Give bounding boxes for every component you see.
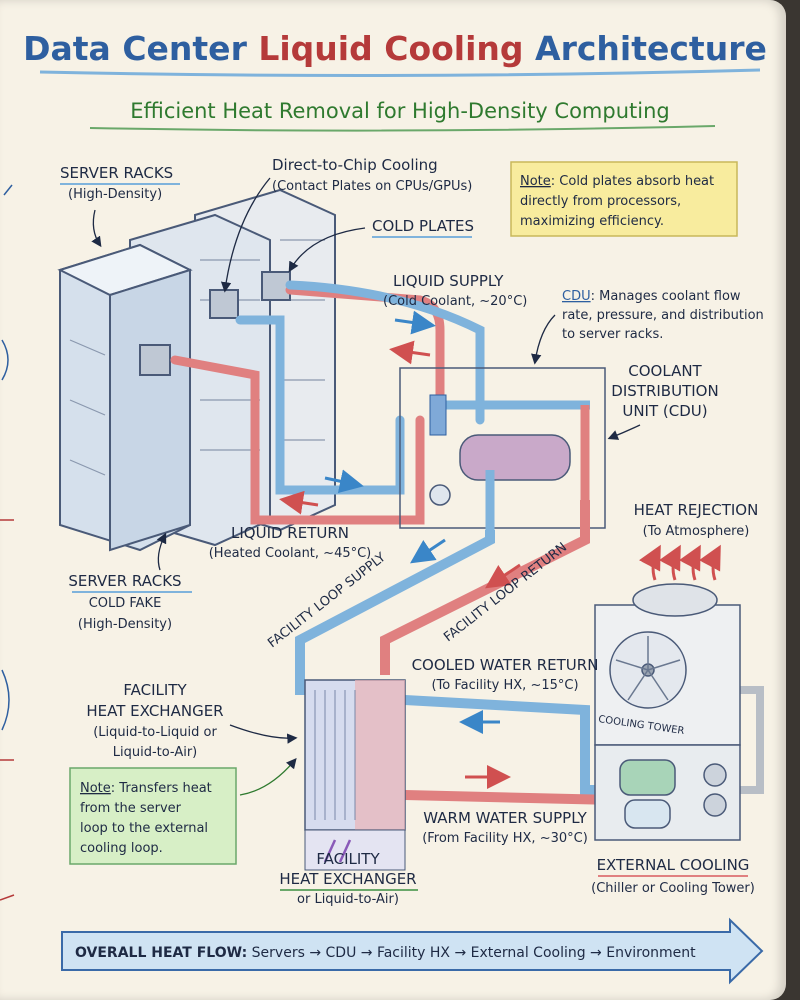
label-heat-rejection: HEAT REJECTION xyxy=(634,501,759,519)
svg-text:OVERALL HEAT FLOW: Servers → C: OVERALL HEAT FLOW: Servers → CDU → Facil… xyxy=(75,945,696,961)
svg-text:(To Facility HX, ~15°C): (To Facility HX, ~15°C) xyxy=(431,678,578,693)
svg-text:(High-Density): (High-Density) xyxy=(68,187,162,202)
label-external-cooling: EXTERNAL COOLING xyxy=(597,856,750,874)
label-cold-plates: COLD PLATES xyxy=(372,217,474,235)
label-server-racks: SERVER RACKS xyxy=(60,164,173,182)
svg-text:(Heated Coolant, ~45°C): (Heated Coolant, ~45°C) xyxy=(209,546,372,561)
svg-text:loop to the external: loop to the external xyxy=(80,821,208,836)
cooling-tower xyxy=(594,583,741,841)
subtitle: Efficient Heat Removal for High-Density … xyxy=(130,99,669,123)
label-facility-hx: FACILITY xyxy=(123,681,187,699)
label-cdu: COOLANT xyxy=(628,362,702,380)
facility-loop-pipes xyxy=(295,500,764,805)
pointer-lines xyxy=(91,177,641,796)
cold-plate xyxy=(139,344,171,376)
svg-text:CDU: Manages coolant flow: CDU: Manages coolant flow xyxy=(562,289,741,304)
cdu-unit xyxy=(399,367,606,530)
note-cdu: CDU: Manages coolant flow rate, pressure… xyxy=(562,289,764,342)
note-heat-exchanger: Note: Transfers heat from the server loo… xyxy=(69,767,237,865)
cold-plate xyxy=(209,289,239,319)
svg-text:directly from processors,: directly from processors, xyxy=(520,194,681,209)
svg-text:cooling loop.: cooling loop. xyxy=(80,841,163,856)
svg-text:DISTRIBUTION: DISTRIBUTION xyxy=(611,382,718,400)
label-server-racks-bottom: SERVER RACKS xyxy=(68,572,181,590)
label-liquid-return: LIQUID RETURN xyxy=(231,524,349,542)
label-cooled-water-return: COOLED WATER RETURN xyxy=(412,656,599,674)
heat-flow-banner: OVERALL HEAT FLOW: Servers → CDU → Facil… xyxy=(61,917,764,985)
svg-text:(From Facility HX, ~30°C): (From Facility HX, ~30°C) xyxy=(422,831,588,846)
svg-text:rate, pressure, and distributi: rate, pressure, and distribution xyxy=(562,308,764,323)
svg-text:Note: Cold plates absorb heat: Note: Cold plates absorb heat xyxy=(520,174,714,189)
flow-arrows xyxy=(279,310,721,789)
margin-scribbles xyxy=(0,184,15,901)
svg-text:to server racks.: to server racks. xyxy=(562,327,663,342)
svg-text:Note: Transfers heat: Note: Transfers heat xyxy=(80,781,212,796)
label-liquid-supply: LIQUID SUPPLY xyxy=(393,272,504,290)
server-racks xyxy=(57,188,336,552)
subtitle-underline xyxy=(89,125,716,132)
svg-text:maximizing efficiency.: maximizing efficiency. xyxy=(520,214,664,229)
label-warm-water-supply: WARM WATER SUPPLY xyxy=(423,809,587,827)
svg-text:(Chiller or Cooling Tower): (Chiller or Cooling Tower) xyxy=(591,881,755,896)
svg-text:Liquid-to-Air): Liquid-to-Air) xyxy=(113,745,198,760)
label-direct-to-chip: Direct-to-Chip Cooling xyxy=(272,156,438,174)
svg-text:(To Atmosphere): (To Atmosphere) xyxy=(643,524,750,539)
title-underline xyxy=(39,68,761,78)
server-loop-pipes xyxy=(170,280,485,525)
svg-text:(Cold Coolant, ~20°C): (Cold Coolant, ~20°C) xyxy=(383,294,527,309)
svg-text:UNIT (CDU): UNIT (CDU) xyxy=(622,402,707,420)
svg-text:or Liquid-to-Air): or Liquid-to-Air) xyxy=(297,892,399,907)
svg-text:HEAT EXCHANGER: HEAT EXCHANGER xyxy=(86,702,223,720)
page-title: Data Center Liquid Cooling Architecture xyxy=(23,29,767,68)
svg-text:(Liquid-to-Liquid or: (Liquid-to-Liquid or xyxy=(93,725,217,740)
svg-text:COLD FAKE: COLD FAKE xyxy=(89,596,162,611)
svg-text:from the server: from the server xyxy=(80,801,182,816)
svg-text:(High-Density): (High-Density) xyxy=(78,617,172,632)
svg-text:HEAT EXCHANGER: HEAT EXCHANGER xyxy=(279,870,416,888)
svg-text:(Contact Plates on CPUs/GPUs): (Contact Plates on CPUs/GPUs) xyxy=(272,179,472,194)
facility-heat-exchanger xyxy=(304,679,406,871)
label-facility-hx-bottom: FACILITY xyxy=(316,850,380,868)
note-cold-plates: Note: Cold plates absorb heat directly f… xyxy=(510,161,738,237)
